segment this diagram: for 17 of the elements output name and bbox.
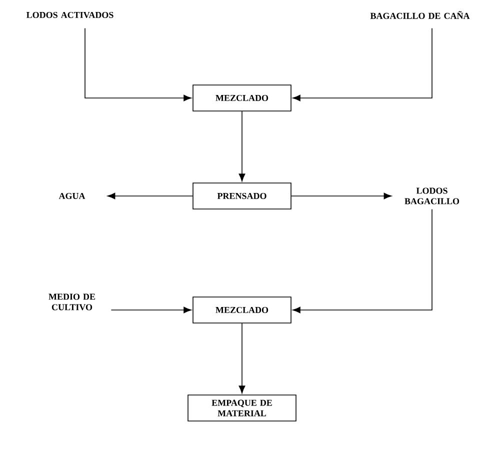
input-label: BAGACILLO DE CAÑA xyxy=(370,11,470,19)
arrow xyxy=(291,192,392,200)
arrow xyxy=(110,306,192,314)
process-box: PRENSADO xyxy=(192,182,292,210)
process-box: MEZCLADO xyxy=(192,296,292,324)
arrow xyxy=(238,111,246,182)
process-box: MEZCLADO xyxy=(192,84,292,112)
arrow xyxy=(84,28,192,102)
arrow xyxy=(238,323,246,394)
arrow xyxy=(292,28,432,102)
arrow xyxy=(107,192,193,200)
output-label: AGUA xyxy=(58,192,86,200)
input-label: MEDIO DE CULTIVO xyxy=(48,294,96,310)
arrow xyxy=(292,208,432,314)
output-label: LODOS BAGACILLO xyxy=(404,188,460,204)
input-label: LODOS ACTIVADOS xyxy=(26,12,114,18)
process-box: EMPAQUE DE MATERIAL xyxy=(188,394,296,422)
